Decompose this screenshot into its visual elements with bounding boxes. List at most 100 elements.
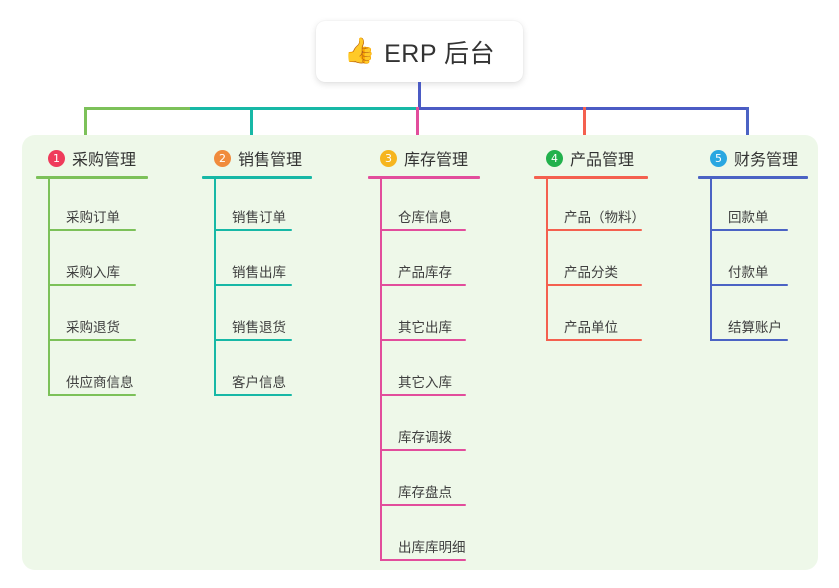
- leaf-node[interactable]: 产品（物料）: [534, 179, 648, 234]
- column-title: 采购管理: [72, 152, 137, 169]
- leaf-node-label: 供应商信息: [66, 375, 134, 390]
- column-header-5[interactable]: 5 财务管理: [698, 146, 808, 170]
- column-items: 销售订单销售出库销售退货客户信息: [202, 179, 312, 399]
- column-2: 2 销售管理销售订单销售出库销售退货客户信息: [202, 146, 312, 399]
- leaf-node[interactable]: 产品分类: [534, 234, 648, 289]
- leaf-node[interactable]: 产品单位: [534, 289, 648, 344]
- bus-segment-3: [416, 107, 746, 110]
- column-header-rule: [698, 176, 808, 179]
- leaf-node-rule: [214, 229, 292, 231]
- leaf-node[interactable]: 其它出库: [368, 289, 480, 344]
- leaf-node[interactable]: 付款单: [698, 234, 808, 289]
- leaf-node-rule: [710, 284, 788, 286]
- column-spine: [380, 179, 382, 561]
- column-header-2[interactable]: 2 销售管理: [202, 146, 312, 170]
- leaf-node-label: 回款单: [728, 210, 769, 225]
- leaf-node-label: 销售退货: [232, 320, 286, 335]
- leaf-node-rule: [214, 394, 292, 396]
- leaf-node-rule: [380, 394, 466, 396]
- column-spine: [710, 179, 712, 341]
- leaf-node-label: 销售订单: [232, 210, 286, 225]
- column-items: 仓库信息产品库存其它出库其它入库库存调拨库存盘点出库库明细: [368, 179, 480, 564]
- column-title: 库存管理: [404, 152, 469, 169]
- column-header-rule: [534, 176, 648, 179]
- column-4: 4 产品管理产品（物料） 产品分类产品单位: [534, 146, 648, 344]
- leaf-node[interactable]: 库存盘点: [368, 454, 480, 509]
- leaf-node-rule: [546, 284, 642, 286]
- leaf-node-label: 库存调拨: [398, 430, 452, 445]
- drop-column-5: [746, 107, 749, 142]
- root-stem: [418, 82, 421, 108]
- leaf-node[interactable]: 采购入库: [36, 234, 148, 289]
- leaf-node[interactable]: 产品库存: [368, 234, 480, 289]
- leaf-node-rule: [380, 229, 466, 231]
- column-title: 产品管理: [570, 152, 635, 169]
- leaf-node-label: 采购订单: [66, 210, 120, 225]
- drop-column-2: [250, 107, 253, 142]
- column-3: 3 库存管理仓库信息产品库存其它出库其它入库库存调拨库存盘点出库库明细: [368, 146, 480, 564]
- leaf-node-rule: [710, 229, 788, 231]
- leaf-node-label: 客户信息: [232, 375, 286, 390]
- leaf-node-rule: [48, 229, 136, 231]
- leaf-node[interactable]: 结算账户: [698, 289, 808, 344]
- leaf-node[interactable]: 销售订单: [202, 179, 312, 234]
- column-number-badge: 5: [710, 149, 727, 167]
- column-number-badge: 1: [48, 149, 65, 167]
- leaf-node-rule: [380, 504, 466, 506]
- leaf-node[interactable]: 采购订单: [36, 179, 148, 234]
- leaf-node[interactable]: 销售退货: [202, 289, 312, 344]
- leaf-node-label: 出库库明细: [398, 540, 466, 555]
- drop-column-4: [583, 107, 586, 142]
- column-1: 1 采购管理采购订单采购入库采购退货供应商信息: [36, 146, 148, 399]
- leaf-node[interactable]: 出库库明细: [368, 509, 480, 564]
- drop-column-3: [416, 107, 419, 142]
- thumbs-up-icon: 👍: [343, 37, 376, 65]
- root-node[interactable]: 👍 ERP 后台: [316, 21, 523, 82]
- leaf-node[interactable]: 供应商信息: [36, 344, 148, 399]
- leaf-node-label: 产品库存: [398, 265, 452, 280]
- leaf-node-label: 产品分类: [564, 265, 618, 280]
- leaf-node-label: 销售出库: [232, 265, 286, 280]
- leaf-node-label: 产品单位: [564, 320, 618, 335]
- column-number-badge: 3: [380, 149, 397, 167]
- leaf-node-rule: [710, 339, 788, 341]
- column-spine: [48, 179, 50, 396]
- leaf-node-rule: [380, 339, 466, 341]
- leaf-node-label: 其它出库: [398, 320, 452, 335]
- column-header-rule: [368, 176, 480, 179]
- leaf-node-label: 结算账户: [728, 320, 782, 335]
- diagram-panel: [22, 135, 818, 570]
- leaf-node-label: 库存盘点: [398, 485, 452, 500]
- column-number-badge: 4: [546, 149, 563, 167]
- leaf-node[interactable]: 库存调拨: [368, 399, 480, 454]
- column-spine: [214, 179, 216, 396]
- leaf-node[interactable]: 仓库信息: [368, 179, 480, 234]
- leaf-node[interactable]: 其它入库: [368, 344, 480, 399]
- leaf-node-label: 采购入库: [66, 265, 120, 280]
- leaf-node-label: 产品（物料）: [564, 210, 645, 225]
- column-items: 回款单付款单结算账户: [698, 179, 808, 344]
- column-title: 财务管理: [734, 152, 799, 169]
- column-header-1[interactable]: 1 采购管理: [36, 146, 148, 170]
- column-header-4[interactable]: 4 产品管理: [534, 146, 648, 170]
- leaf-node-rule: [48, 284, 136, 286]
- column-items: 产品（物料） 产品分类产品单位: [534, 179, 648, 344]
- leaf-node-rule: [380, 449, 466, 451]
- leaf-node-rule: [214, 339, 292, 341]
- leaf-node-label: 付款单: [728, 265, 769, 280]
- column-title: 销售管理: [238, 152, 303, 169]
- leaf-node-label: 其它入库: [398, 375, 452, 390]
- bus-segment-1: [84, 107, 192, 110]
- column-spine: [546, 179, 548, 341]
- leaf-node[interactable]: 销售出库: [202, 234, 312, 289]
- leaf-node[interactable]: 采购退货: [36, 289, 148, 344]
- column-number-badge: 2: [214, 149, 231, 167]
- bus-segment-2: [190, 107, 418, 110]
- column-header-rule: [36, 176, 148, 179]
- leaf-node-rule: [546, 229, 642, 231]
- leaf-node-label: 仓库信息: [398, 210, 452, 225]
- leaf-node[interactable]: 客户信息: [202, 344, 312, 399]
- root-node-title: ERP 后台: [384, 39, 496, 68]
- column-header-3[interactable]: 3 库存管理: [368, 146, 480, 170]
- leaf-node[interactable]: 回款单: [698, 179, 808, 234]
